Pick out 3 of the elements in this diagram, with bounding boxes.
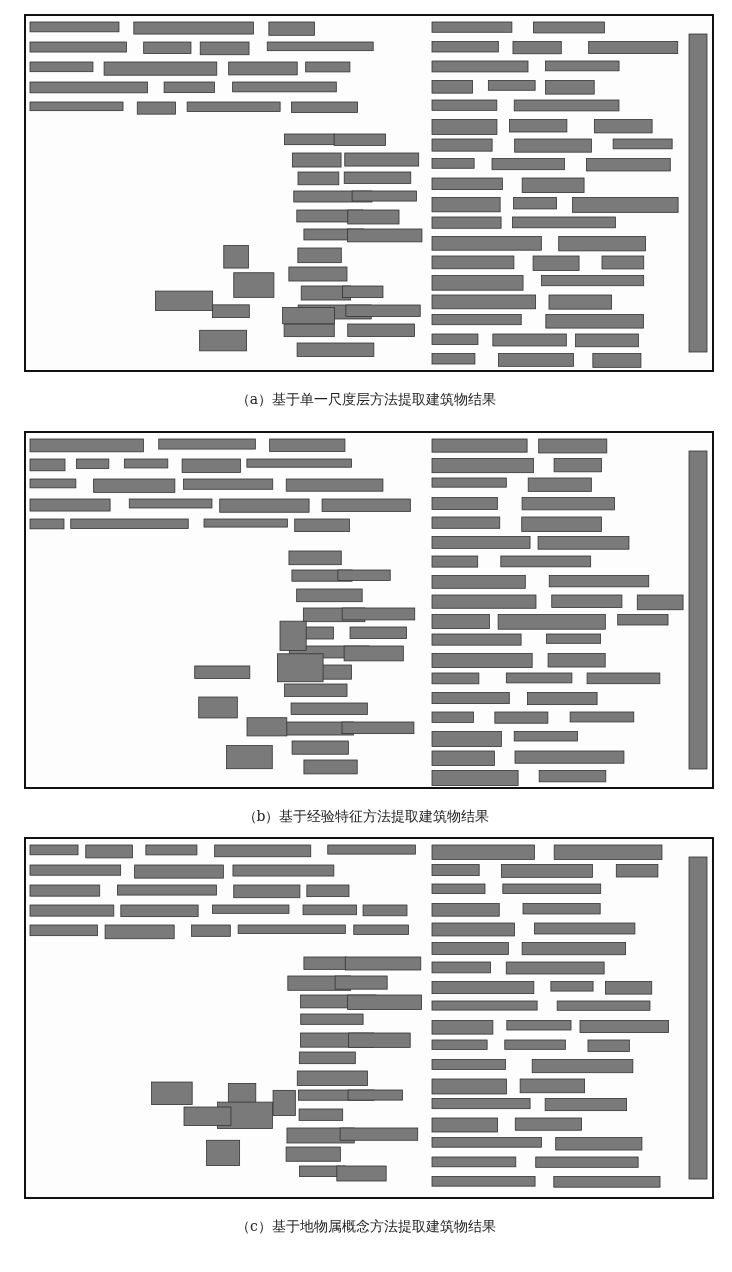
figure-caption: （c）基于地物属概念方法提取建筑物结果	[235, 1218, 497, 1236]
figure-caption: （b）基于经验特征方法提取建筑物结果	[241, 808, 491, 826]
figure-caption: （a）基于单一尺度层方法提取建筑物结果	[234, 391, 498, 409]
